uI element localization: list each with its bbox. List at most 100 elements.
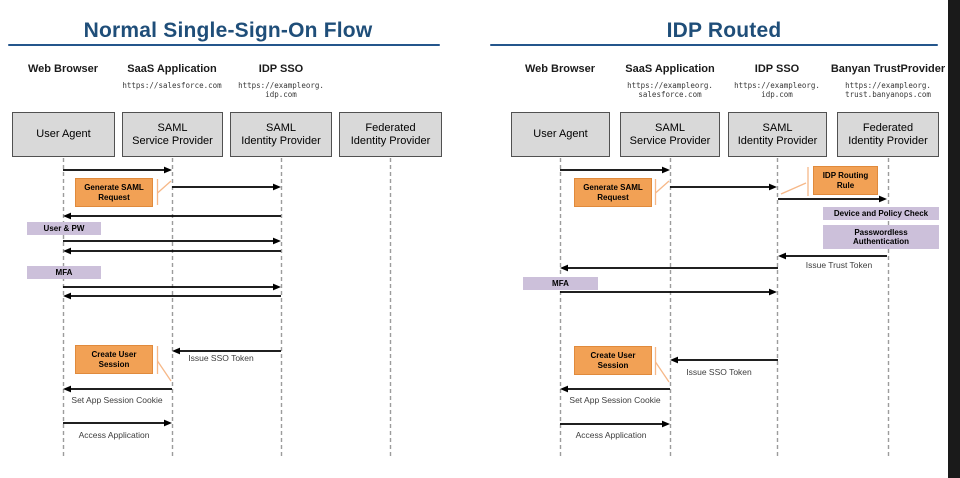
actor-header: IDP SSO <box>258 63 304 75</box>
note-callout-line <box>780 182 807 195</box>
title-underline <box>490 44 938 47</box>
message-arrowhead <box>662 166 670 174</box>
note-label: Generate SAML <box>583 183 643 192</box>
actor-url: https://exampleorg. <box>734 81 820 90</box>
credential-note: Device and Policy Check <box>823 207 939 220</box>
diagram-title: Normal Single-Sign-On Flow <box>83 19 373 42</box>
note-label: Request <box>98 192 130 202</box>
actor-box-label: SAML <box>655 121 685 134</box>
message-arrowhead <box>172 347 180 355</box>
message-arrowhead <box>273 237 281 245</box>
actor-box-label: User Agent <box>533 128 588 140</box>
note-label: Create User <box>590 351 636 360</box>
message-label: Set App Session Cookie <box>71 395 163 405</box>
actor-url: https://salesforce.com <box>122 81 222 90</box>
actor-box-label: SAML <box>762 121 793 134</box>
actor-url: trust.banyanops.com <box>845 90 931 99</box>
note-label: Request <box>597 192 629 202</box>
credential-note: MFA <box>27 266 101 279</box>
title-underline <box>8 44 440 47</box>
actor-url: https://exampleorg. <box>238 81 324 90</box>
message-arrowhead <box>164 166 172 174</box>
actor-box-label: Service Provider <box>132 134 213 147</box>
note-label: MFA <box>552 278 569 288</box>
actor-header: Web Browser <box>524 63 596 75</box>
note-label: Create User <box>91 350 137 359</box>
credential-note: MFA <box>523 277 598 290</box>
note-label: IDP Routing <box>822 171 869 180</box>
actor-box-label: Identity Provider <box>350 134 431 147</box>
note-callout-line <box>156 360 172 382</box>
message-arrowhead <box>560 264 568 272</box>
credential-note: User & PW <box>27 222 101 235</box>
actor-box-label: Federated <box>365 121 416 134</box>
note-label: Device and Policy Check <box>833 208 929 218</box>
note-label: Passwordless <box>854 227 908 237</box>
note-callout-line <box>655 180 670 194</box>
actor-box-label: SAML <box>266 121 296 134</box>
window-edge-strip <box>948 0 960 478</box>
message-arrowhead <box>778 252 786 260</box>
actor-box: User Agent <box>511 112 610 157</box>
note-label: Rule <box>836 180 855 190</box>
message-arrowhead <box>63 247 71 255</box>
actor-header: Web Browser <box>27 63 99 75</box>
note-label: Session <box>98 359 130 369</box>
note-callout-line <box>157 180 172 194</box>
actor-url: salesforce.com <box>638 90 702 99</box>
message-label: Set App Session Cookie <box>569 395 661 405</box>
message-label: Issue Trust Token <box>805 260 873 270</box>
actor-url: https://exampleorg. <box>845 81 931 90</box>
actor-header: IDP SSO <box>754 63 800 75</box>
actor-header: Banyan TrustProvider <box>830 63 946 75</box>
diagram-title: IDP Routed <box>666 19 782 42</box>
message-label: Issue SSO Token <box>686 367 752 377</box>
actor-box-label: Federated <box>862 121 914 134</box>
message-arrowhead <box>63 212 71 220</box>
message-arrowhead <box>769 183 777 191</box>
actor-header: SaaS Application <box>625 63 715 75</box>
message-arrowhead <box>670 356 678 364</box>
actor-box-label: Service Provider <box>629 134 711 147</box>
message-arrowhead <box>769 288 777 296</box>
message-label: Access Application <box>78 430 150 440</box>
actor-box-label: Identity Provider <box>241 134 321 147</box>
actor-box-label: User Agent <box>36 128 91 140</box>
message-arrowhead <box>879 195 887 203</box>
actor-box: User Agent <box>12 112 115 157</box>
message-arrowhead <box>63 292 71 300</box>
message-arrowhead <box>273 283 281 291</box>
actor-header: SaaS Application <box>127 63 217 75</box>
actor-url: idp.com <box>265 90 297 99</box>
note-label: Authentication <box>853 237 909 246</box>
note-label: Generate SAML <box>84 183 144 192</box>
message-label: Issue SSO Token <box>188 353 254 363</box>
note-label: Session <box>597 360 629 370</box>
message-label: Access Application <box>575 430 647 440</box>
actor-url: https://exampleorg. <box>627 81 713 90</box>
note-label: MFA <box>55 267 73 277</box>
message-arrowhead <box>164 419 172 427</box>
message-arrowhead <box>662 420 670 428</box>
actor-box-label: SAML <box>157 121 188 134</box>
actor-box-label: Identity Provider <box>737 134 818 147</box>
note-callout-line <box>654 361 670 383</box>
actor-url: idp.com <box>761 90 793 99</box>
message-arrowhead <box>63 385 71 393</box>
actor-box-label: Identity Provider <box>848 134 928 147</box>
note-label: User & PW <box>43 223 85 233</box>
